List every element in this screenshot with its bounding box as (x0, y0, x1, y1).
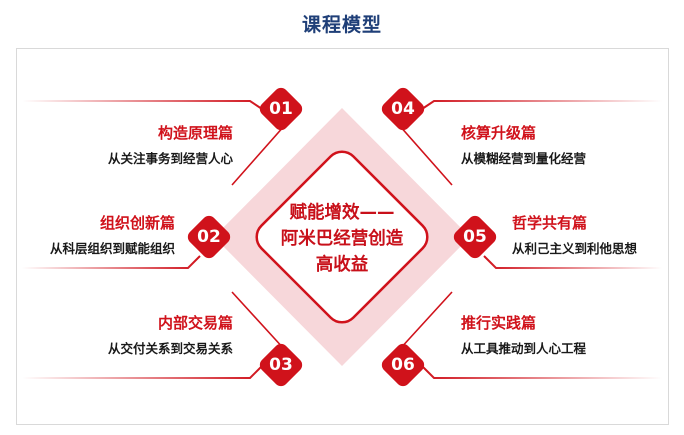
badge-02-number: 02 (197, 227, 221, 247)
module-05-subtitle: 从利己主义到利他思想 (512, 241, 638, 256)
connector-04 (421, 100, 662, 110)
badge-05-shape (453, 215, 497, 259)
badge-03-shape (259, 343, 303, 387)
center-diamond (255, 150, 429, 324)
center-text: 赋能增效—— 阿米巴经营创造 高收益 (263, 200, 421, 278)
module-02-subtitle: 从科层组织到赋能组织 (49, 241, 175, 256)
connector-06b (398, 291, 453, 351)
connector-06 (421, 365, 662, 379)
badge-05-number: 05 (463, 227, 487, 247)
badge-06-shape (381, 343, 425, 387)
connector-lines (22, 100, 662, 379)
connector-01 (22, 100, 263, 110)
badge-01-shape (259, 87, 303, 131)
center-line-1: 赋能增效—— (289, 203, 395, 223)
module-04: 核算升级篇 从模糊经营到量化经营 (461, 123, 681, 168)
connector-03 (22, 365, 263, 379)
center-line-3: 高收益 (315, 255, 369, 275)
badge-01-number: 01 (269, 99, 293, 119)
badge-06-number: 06 (391, 355, 415, 375)
connector-03b (231, 291, 286, 351)
module-05: 哲学共有篇 从利己主义到利他思想 (512, 213, 684, 258)
module-03: 内部交易篇 从交付关系到交易关系 (13, 313, 233, 358)
module-04-subtitle: 从模糊经营到量化经营 (461, 151, 587, 166)
center-line-2: 阿米巴经营创造 (280, 229, 404, 249)
module-05-title: 哲学共有篇 (512, 214, 588, 232)
module-02-title: 组织创新篇 (99, 214, 175, 232)
module-01-title: 构造原理篇 (157, 124, 233, 142)
module-01: 构造原理篇 从关注事务到经营人心 (13, 123, 233, 168)
module-02: 组织创新篇 从科层组织到赋能组织 (0, 213, 175, 258)
module-03-subtitle: 从交付关系到交易关系 (107, 341, 233, 356)
badges (187, 87, 497, 387)
module-04-title: 核算升级篇 (461, 124, 537, 142)
badge-03-number: 03 (269, 355, 293, 375)
connector-04b (398, 124, 453, 186)
connector-05 (483, 255, 662, 269)
module-06-subtitle: 从工具推动到人心工程 (461, 341, 587, 356)
module-06: 推行实践篇 从工具推动到人心工程 (461, 313, 681, 358)
module-03-title: 内部交易篇 (157, 314, 233, 332)
badge-04-number: 04 (391, 99, 415, 119)
badge-04-shape (381, 87, 425, 131)
module-01-subtitle: 从关注事务到经营人心 (107, 151, 233, 166)
badge-02-shape (187, 215, 231, 259)
module-06-title: 推行实践篇 (461, 314, 537, 332)
page-title: 课程模型 (301, 14, 382, 36)
connector-01b (231, 124, 286, 186)
connector-02 (22, 255, 201, 269)
